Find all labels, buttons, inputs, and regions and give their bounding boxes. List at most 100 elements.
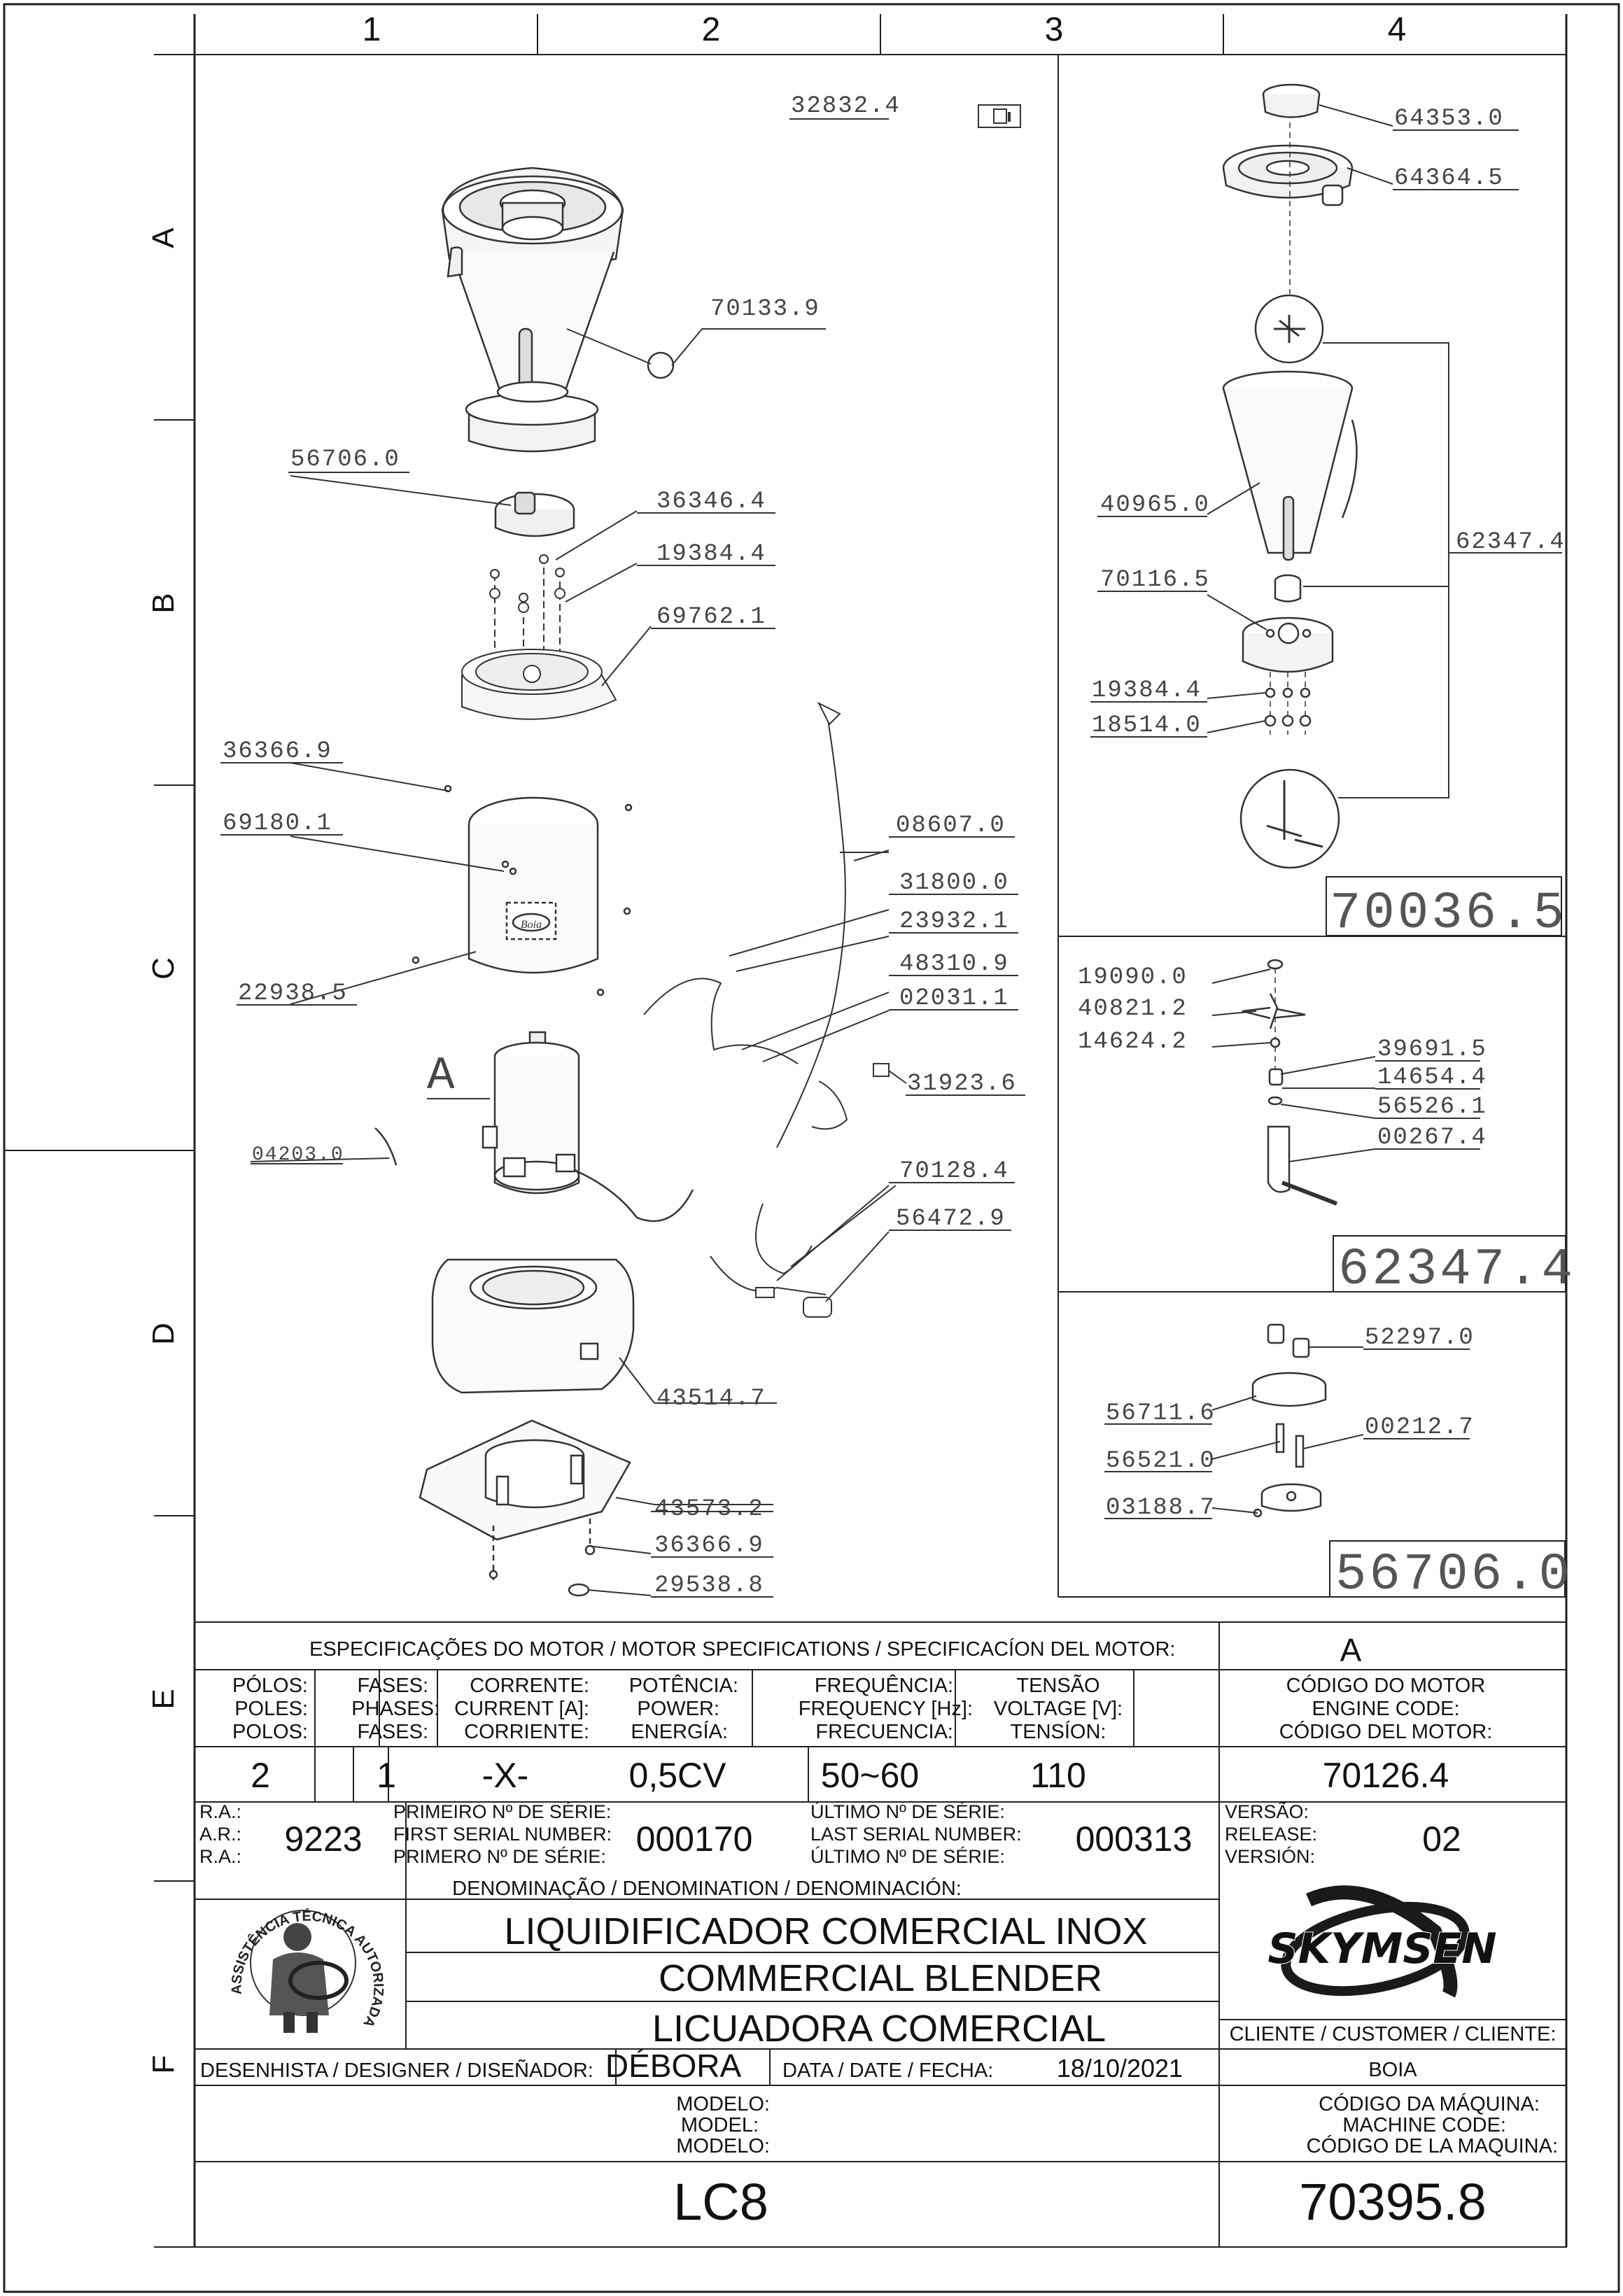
callout-19384: 19384.4 [656, 541, 766, 568]
row-label: A [146, 227, 181, 248]
version-value: 02 [1422, 1819, 1461, 1859]
callout-00212: 00212.7 [1365, 1414, 1475, 1441]
client-label: CLIENTE / CUSTOMER / CLIENTE: [1230, 2023, 1557, 2045]
base-43514 [431, 1258, 635, 1394]
version-label: VERSÃO: [1225, 1801, 1309, 1822]
leader-line [566, 328, 652, 365]
callout-00267: 00267.4 [1377, 1125, 1487, 1151]
panel3-leaders [1211, 1346, 1364, 1514]
callout-jar: 70133.9 [710, 296, 820, 323]
callout-62347: 62347.4 [1456, 529, 1566, 556]
callout-36366-bottom: 36366.9 [654, 1533, 764, 1559]
column-label: 4 [1388, 11, 1407, 48]
callout-64364: 64364.5 [1394, 165, 1504, 192]
panel2-leaders [1211, 969, 1376, 1162]
callout-56472: 56472.9 [896, 1206, 1006, 1232]
version-label: VERSIÓN: [1225, 1845, 1315, 1867]
phases-header: FASES: [357, 1721, 428, 1743]
panel3-underlines [1104, 1348, 1470, 1519]
phases-header: PHASES: [351, 1698, 440, 1720]
callout-14654: 14654.4 [1377, 1064, 1487, 1091]
grid-row-labels: A B C D E F [146, 227, 181, 2074]
callout-39691: 39691.5 [1377, 1036, 1487, 1063]
base-plate-43573 [419, 1419, 631, 1597]
power-header: POTÊNCIA: [629, 1674, 738, 1697]
callout-64353: 64353.0 [1394, 106, 1504, 132]
row-label: E [146, 1689, 181, 1709]
blender-jar-70133 [441, 167, 675, 453]
engine-code-header: CÓDIGO DO MOTOR [1286, 1674, 1486, 1697]
phases-value: 1 [377, 1756, 396, 1795]
column-label: 1 [363, 11, 381, 48]
blade-shaft-assembly [1242, 959, 1338, 1206]
ra-label: R.A.: [199, 1801, 241, 1822]
callout-14624: 14624.2 [1078, 1029, 1188, 1055]
machine-code-label: CÓDIGO DE LA MAQUINA: [1307, 2134, 1558, 2157]
coupler-56706 [494, 491, 575, 537]
column-label: 2 [702, 11, 721, 48]
callout-36366-top: 36366.9 [223, 738, 332, 765]
callout-coupler: 56706.0 [290, 446, 400, 473]
ra-value: 9223 [284, 1819, 362, 1859]
frequency-header: FRECUENCIA: [815, 1721, 953, 1743]
assembly-code-62347: 62347.4 [1338, 1241, 1575, 1300]
frequency-value: 50~60 [821, 1756, 919, 1795]
product-name-en: COMMERCIAL BLENDER [659, 1957, 1102, 1999]
panel2-underlines [1375, 1060, 1480, 1150]
panel1-callouts: 64353.0 64364.5 40965.0 62347.4 70116.5 … [1092, 106, 1567, 943]
blade-detail-circle-top [1254, 294, 1324, 364]
assembly-code-70036: 70036.5 [1330, 885, 1567, 943]
current-header: CORRIENTE: [464, 1721, 589, 1743]
callout-doc-ref: 32832.4 [791, 93, 901, 120]
row-label: B [146, 593, 181, 613]
engine-code-header: ENGINE CODE: [1312, 1698, 1459, 1720]
motor-id: A [1340, 1632, 1362, 1668]
callout-04203: 04203.0 [252, 1144, 344, 1166]
callout-29538: 29538.8 [654, 1572, 764, 1599]
voltage-header: VOLTAGE [V]: [994, 1698, 1123, 1720]
callout-40821: 40821.2 [1078, 996, 1188, 1022]
callout-43514: 43514.7 [656, 1386, 766, 1412]
brand-name: SKYMSEN [1267, 1924, 1496, 1973]
callout-52297: 52297.0 [1365, 1325, 1475, 1351]
row-label: D [146, 1323, 181, 1345]
engine-code-header: CÓDIGO DEL MOTOR: [1279, 1720, 1493, 1743]
designer-value: DÉBORA [605, 2048, 742, 2084]
power-value: 0,5CV [629, 1756, 727, 1795]
engine-code-value: 70126.4 [1323, 1756, 1449, 1795]
denomination-header: DENOMINAÇÃO / DENOMINATION / DENOMINACIÓ… [452, 1876, 962, 1900]
callout-22938: 22938.5 [238, 980, 348, 1007]
callout-36346: 36346.4 [656, 488, 766, 515]
callout-70128: 70128.4 [899, 1158, 1009, 1185]
grid-column-labels: 1 2 3 4 [363, 11, 1407, 48]
callout-03188: 03188.7 [1106, 1495, 1216, 1521]
last-serial-label: ÚLTIMO Nº DE SÉRIE: [810, 1801, 1005, 1822]
authorized-assistance-seal: ASSISTÊNCIA TÉCNICA AUTORIZADA [229, 1908, 386, 2033]
model-label: MODEL: [681, 2114, 759, 2136]
panel1-leaders [1207, 104, 1562, 798]
first-serial-label: FIRST SERIAL NUMBER: [393, 1824, 612, 1845]
product-name-es: LICUADORA COMERCIAL [652, 2008, 1106, 2050]
ra-label: A.R.: [199, 1824, 241, 1845]
model-block: MODELO: MODEL: MODELO: LC8 [673, 2093, 770, 2231]
voltage-header: TENSÍON: [1011, 1720, 1106, 1743]
row-label: C [146, 957, 181, 980]
first-serial-value: 000170 [636, 1819, 753, 1859]
poles-header: POLOS: [232, 1721, 308, 1743]
lid-assembly [1222, 83, 1354, 294]
current-value: -X- [482, 1756, 529, 1795]
callout-19384-right: 19384.4 [1092, 677, 1202, 704]
machine-code-label: CÓDIGO DA MÁQUINA: [1319, 2092, 1540, 2115]
housing-brand-label: Boia [521, 919, 542, 931]
screws-and-base-69762 [461, 554, 617, 720]
callout-02031: 02031.1 [899, 985, 1009, 1012]
voltage-header: TENSÃO [1016, 1673, 1099, 1697]
current-header: CURRENT [A]: [454, 1698, 589, 1720]
last-serial-value: 000313 [1076, 1819, 1193, 1859]
poles-header: PÓLOS: [232, 1674, 308, 1697]
callout-43573: 43573.2 [654, 1496, 764, 1523]
denomination-block: DENOMINAÇÃO / DENOMINATION / DENOMINACIÓ… [452, 1876, 1147, 2050]
motor-housing-69180: Boia [412, 784, 633, 996]
callout-31800: 31800.0 [899, 870, 1009, 896]
